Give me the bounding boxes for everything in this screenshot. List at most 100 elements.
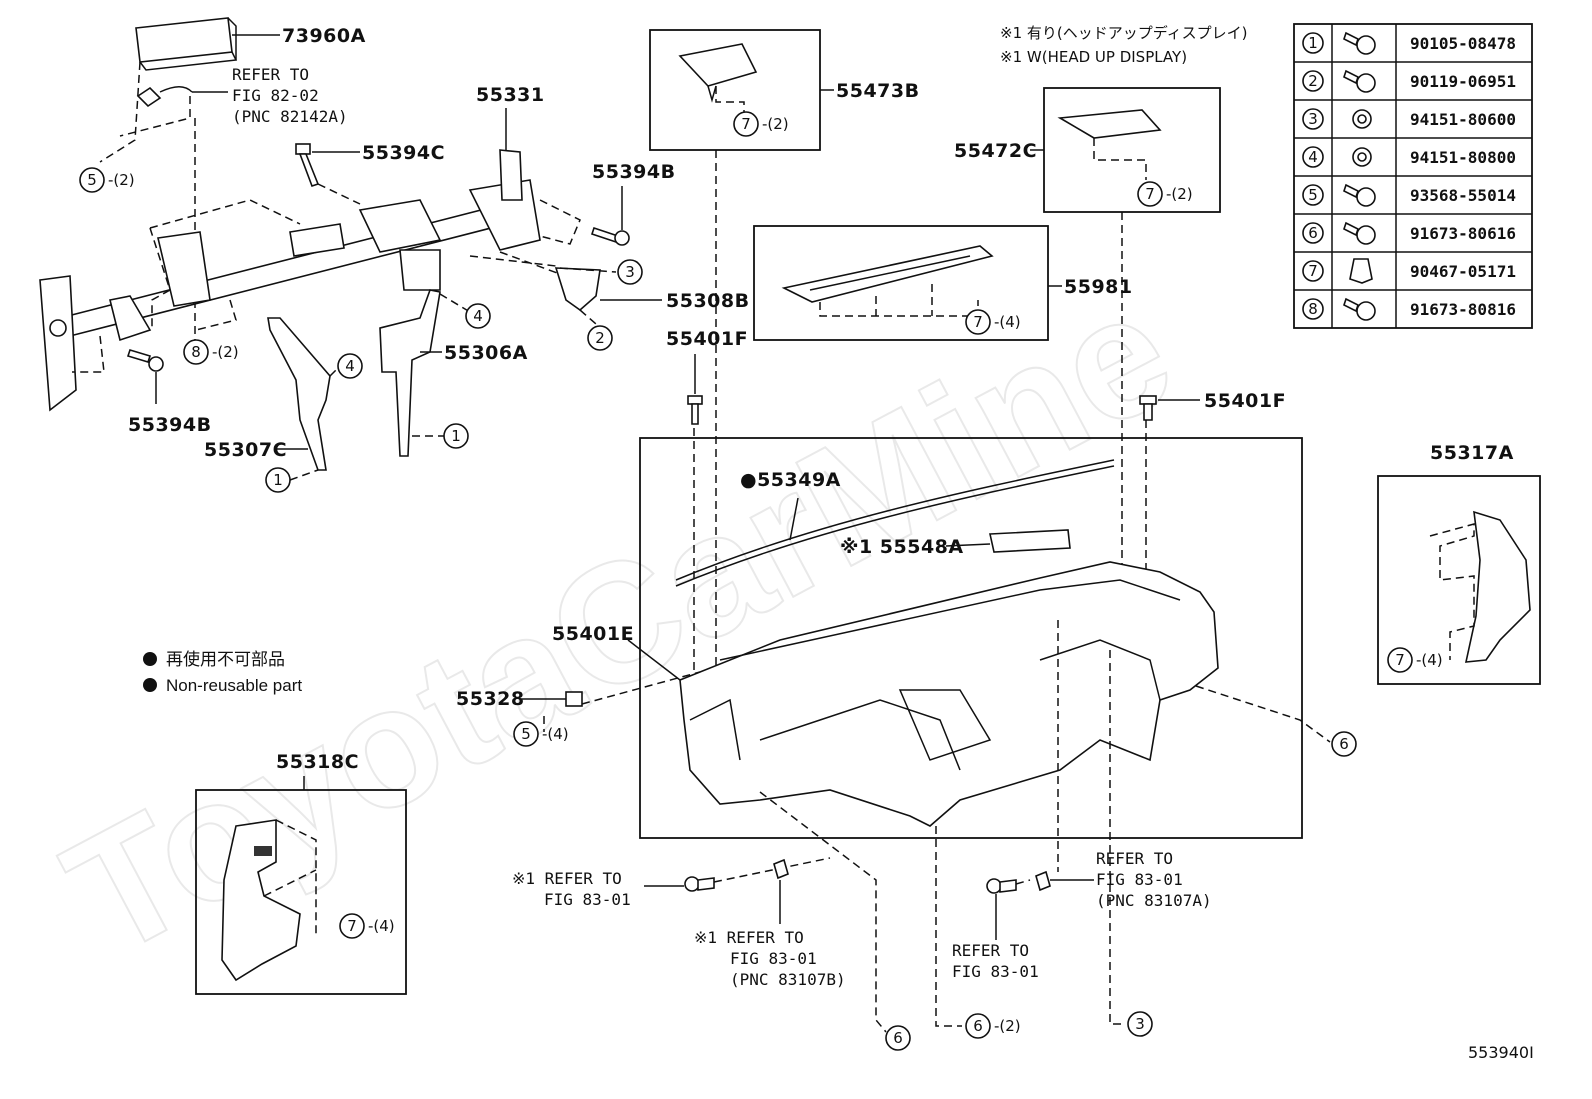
callout-c6_right[interactable]: 6 <box>1331 731 1357 757</box>
fastener-part-number[interactable]: 93568-55014 <box>1410 186 1516 205</box>
bracket-55308B[interactable] <box>554 267 601 312</box>
box-55318C <box>195 789 407 995</box>
fastener-bottom-right-bolt[interactable] <box>986 878 1017 894</box>
refer-text-5-line2[interactable]: FIG 83-01 <box>1096 870 1183 889</box>
fastener-clip-bottom-right[interactable] <box>1035 870 1051 892</box>
label-55308B[interactable]: 55308B <box>666 290 750 312</box>
part-55328-clip[interactable] <box>565 691 583 707</box>
part-55317A-side-panel[interactable] <box>1464 510 1531 663</box>
callout-c5_328[interactable]: 5-(4) <box>513 721 569 747</box>
callout-quantity: -(2) <box>212 343 239 361</box>
fastener-part-number[interactable]: 91673-80616 <box>1410 224 1516 243</box>
part-55548A-hud-panel[interactable] <box>989 529 1071 553</box>
fastener-icon <box>1352 109 1372 129</box>
part-55401E-instrument-panel[interactable] <box>679 561 1219 827</box>
clip-55401F-right[interactable] <box>1139 395 1157 421</box>
callout-c6_bot1[interactable]: 6 <box>885 1025 911 1051</box>
label-55328[interactable]: 55328 <box>456 688 525 710</box>
part-55473B-cover[interactable] <box>678 43 758 103</box>
callout-c4_b[interactable]: 4 <box>337 353 363 379</box>
callout-number: 7 <box>973 313 983 331</box>
callout-number: 7 <box>741 115 751 133</box>
fastener-part-number[interactable]: 91673-80816 <box>1410 300 1516 319</box>
fastener-part-number[interactable]: 90105-08478 <box>1410 34 1516 53</box>
callout-c8_left[interactable]: 8-(2) <box>183 339 239 365</box>
label-55473B[interactable]: 55473B <box>836 80 920 102</box>
refer-text-3-line2[interactable]: FIG 83-01 <box>730 949 817 968</box>
fastener-bottom-left[interactable] <box>684 876 715 892</box>
label-55394B-top[interactable]: 55394B <box>592 161 676 183</box>
bolt-55394C[interactable] <box>295 143 320 188</box>
callout-number: 7 <box>1395 651 1405 669</box>
part-55349A-seal[interactable] <box>675 459 1115 587</box>
callout-c7_472[interactable]: 7-(2) <box>1137 181 1193 207</box>
brace-55306A[interactable] <box>379 289 441 457</box>
callout-number: 6 <box>1339 735 1349 753</box>
fastener-number: 3 <box>1308 110 1318 128</box>
callout-c3_mid[interactable]: 3 <box>617 259 643 285</box>
fastener-number: 7 <box>1308 262 1318 280</box>
fastener-row-7[interactable]: 7 90467-05171 <box>1302 258 1516 284</box>
fastener-part-number[interactable]: 94151-80600 <box>1410 110 1516 129</box>
label-55394C[interactable]: 55394C <box>362 142 445 164</box>
part-55981-panel[interactable] <box>781 245 994 303</box>
legend-text-en: Non-reusable part <box>166 676 302 695</box>
callout-number: 1 <box>273 471 283 489</box>
label-55331[interactable]: 55331 <box>476 84 545 106</box>
label-55394B-left[interactable]: 55394B <box>128 414 212 436</box>
fastener-clip-bottom-mid[interactable] <box>773 858 789 880</box>
part-55318C-side-panel[interactable] <box>221 819 301 982</box>
fastener-number-circle <box>1302 108 1324 130</box>
fastener-part-number[interactable]: 90467-05171 <box>1410 262 1516 281</box>
clip-55401F-left[interactable] <box>687 395 703 425</box>
label-55401F-right[interactable]: 55401F <box>1204 390 1286 412</box>
label-73960A[interactable]: 73960A <box>282 25 366 47</box>
refer-text-4-line2[interactable]: FIG 83-01 <box>952 962 1039 981</box>
label-55349A[interactable]: ●55349A <box>740 469 841 491</box>
callout-c6_bot2[interactable]: 6-(2) <box>965 1013 1021 1039</box>
fastener-part-number[interactable]: 90119-06951 <box>1410 72 1516 91</box>
callout-c2_mid[interactable]: 2 <box>587 325 613 351</box>
callout-c7_981[interactable]: 7-(4) <box>965 309 1021 335</box>
callout-number: 6 <box>973 1017 983 1035</box>
brace-55307C[interactable] <box>267 317 331 471</box>
instrument-panel-reinforcement-beam[interactable] <box>39 149 541 412</box>
callout-circle <box>183 339 209 365</box>
label-55548A[interactable]: ※1 55548A <box>840 536 964 558</box>
refer-text-1-line2[interactable]: FIG 82-02 <box>232 86 319 105</box>
legend-bullet-ja <box>143 652 157 666</box>
callout-c3_bot[interactable]: 3 <box>1127 1011 1153 1037</box>
part-73960A-module[interactable] <box>135 17 238 71</box>
fastener-part-number[interactable]: 94151-80800 <box>1410 148 1516 167</box>
bolt-55394B-left[interactable] <box>126 349 164 372</box>
label-55401F-left[interactable]: 55401F <box>666 328 748 350</box>
label-55981[interactable]: 55981 <box>1064 276 1133 298</box>
fastener-row-3[interactable]: 3 94151-80600 <box>1302 108 1516 130</box>
callout-c4_a[interactable]: 4 <box>465 303 491 329</box>
label-55318C[interactable]: 55318C <box>276 751 359 773</box>
callout-circle <box>1137 181 1163 207</box>
label-55401E[interactable]: 55401E <box>552 623 634 645</box>
label-55317A[interactable]: 55317A <box>1430 442 1514 464</box>
callout-c7_473[interactable]: 7-(2) <box>733 111 789 137</box>
callout-c1_b[interactable]: 1 <box>265 467 291 493</box>
callout-c7_317[interactable]: 7-(4) <box>1387 647 1443 673</box>
label-55472C[interactable]: 55472C <box>954 140 1037 162</box>
label-55307C[interactable]: 55307C <box>204 439 287 461</box>
refer-text-2-line2[interactable]: FIG 83-01 <box>544 890 631 909</box>
callout-c1_a[interactable]: 1 <box>443 423 469 449</box>
refer-text-2-line1: ※1 REFER TO <box>512 869 622 888</box>
fastener-number-circle <box>1302 222 1324 244</box>
callout-c5_top[interactable]: 5-(2) <box>79 167 135 193</box>
callout-c7_318[interactable]: 7-(4) <box>339 913 395 939</box>
callout-quantity: -(4) <box>368 917 395 935</box>
label-55306A[interactable]: 55306A <box>444 342 528 364</box>
bolt-55394B-right[interactable] <box>590 226 630 246</box>
part-55472C-cover[interactable] <box>1057 109 1162 139</box>
